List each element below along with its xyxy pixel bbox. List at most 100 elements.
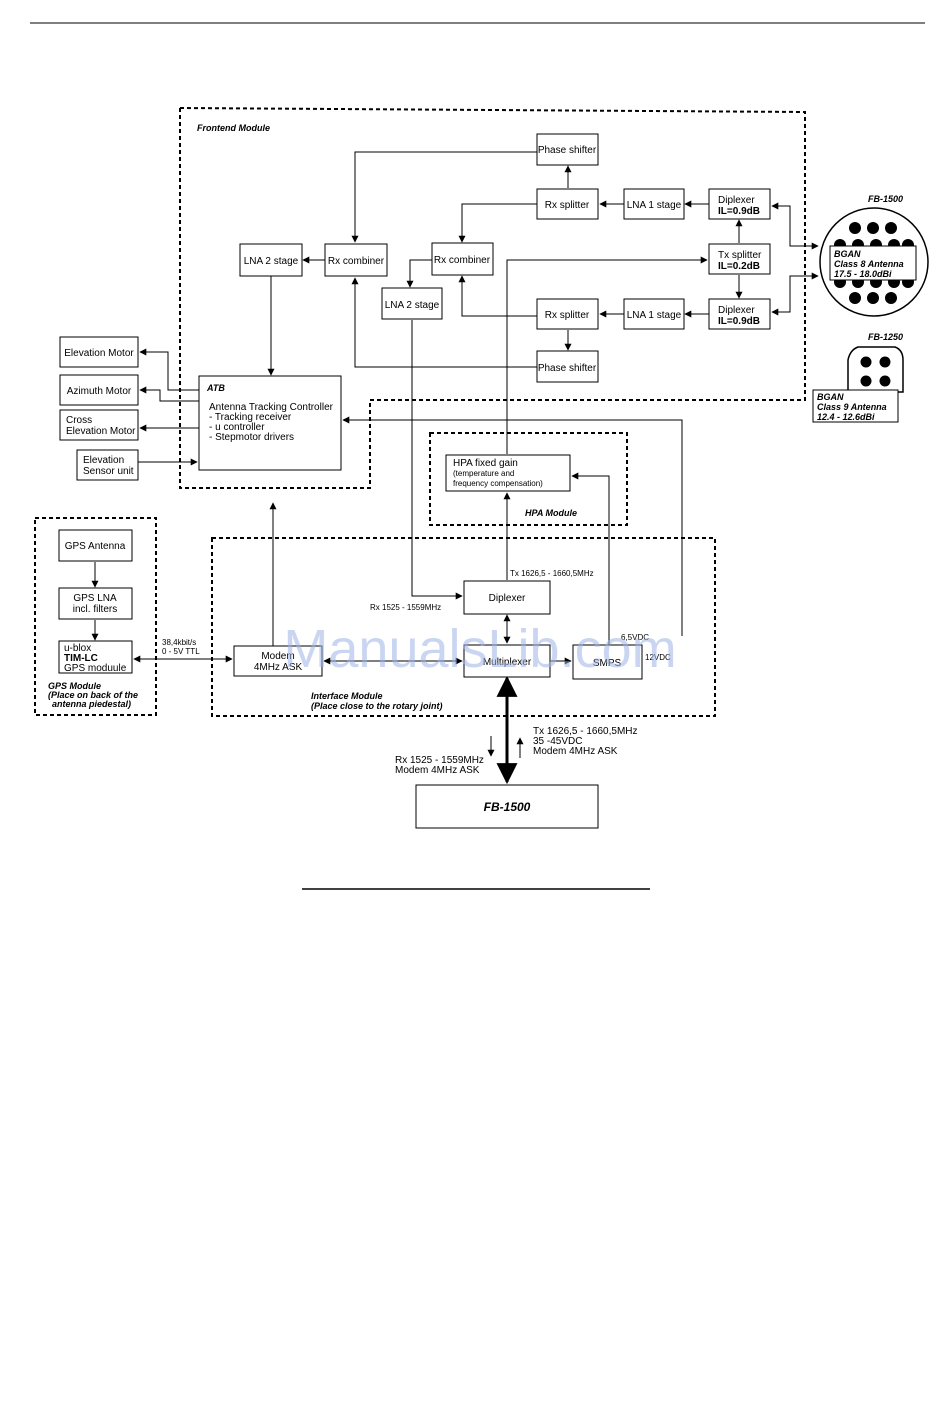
svg-text:Diplexer: Diplexer	[718, 305, 755, 316]
phase-shifter-top-block: Phase shifter	[536, 133, 599, 166]
svg-text:IL=0.9dB: IL=0.9dB	[718, 316, 760, 327]
svg-text:SMPS: SMPS	[593, 658, 622, 669]
svg-text:IL=0.2dB: IL=0.2dB	[718, 261, 760, 272]
svg-text:Rx 1525 - 1559MHz: Rx 1525 - 1559MHz	[395, 755, 484, 766]
svg-text:Class 9 Antenna: Class 9 Antenna	[817, 402, 887, 412]
svg-text:GPS moduule: GPS moduule	[64, 663, 127, 674]
tx-interface-label: Tx 1626,5 - 1660,5MHz	[510, 569, 594, 578]
line-combiner-right-to-lna2	[406, 259, 432, 288]
tx-cable-label: Tx 1626,5 - 1660,5MHz 35 -45VDC Modem 4M…	[533, 726, 638, 757]
svg-text:- Tracking receiver: - Tracking receiver	[209, 412, 292, 423]
svg-text:Elevation Motor: Elevation Motor	[66, 426, 136, 437]
svg-text:Azimuth Motor: Azimuth Motor	[67, 386, 132, 397]
frontend-module-outline	[179, 106, 806, 489]
svg-text:LNA 1 stage: LNA 1 stage	[627, 200, 682, 211]
rx-combiner-left-block: Rx combiner	[324, 243, 388, 277]
gps-antenna-block: GPS Antenna	[58, 529, 133, 562]
svg-text:Diplexer: Diplexer	[718, 195, 755, 206]
line-phase-bottom-to-combiner	[351, 277, 537, 368]
svg-text:38,4kbit/s: 38,4kbit/s	[162, 638, 196, 647]
svg-text:Multiplexer: Multiplexer	[483, 657, 532, 668]
svg-text:4MHz ASK: 4MHz ASK	[254, 662, 303, 673]
rx-splitter-bottom-block: Rx splitter	[536, 298, 599, 330]
svg-text:FB-1500: FB-1500	[868, 194, 903, 204]
line-atb-to-azimuth-motor	[139, 386, 199, 402]
diplexer-interface-block: Diplexer	[463, 580, 551, 615]
svg-text:Elevation Motor: Elevation Motor	[64, 348, 134, 359]
line-atb-to-elevation-motor	[139, 348, 199, 391]
fb1500-antenna: FB-1500 BGAN Class 8 Antenna 17.5 - 18.0…	[819, 194, 929, 317]
svg-text:(temperature and: (temperature and	[453, 469, 514, 478]
interface-module-outline	[211, 537, 716, 717]
frontend-module-label: Frontend Module	[197, 123, 270, 133]
hpa-module-outline	[429, 432, 628, 526]
cross-elevation-motor-block: Cross Elevation Motor	[59, 409, 139, 441]
hpa-block: HPA fixed gain (temperature and frequenc…	[445, 454, 571, 492]
watermark: ManualsLib.com	[283, 619, 676, 679]
rx-combiner-right-block: Rx combiner	[431, 242, 494, 276]
line-splitter-top-to-combiner	[458, 203, 537, 243]
svg-text:u-blox: u-blox	[64, 643, 91, 654]
gps-lna-block: GPS LNA incl. filters	[58, 587, 133, 620]
svg-text:Rx combiner: Rx combiner	[434, 255, 491, 266]
svg-text:IL=0.9dB: IL=0.9dB	[718, 206, 760, 217]
svg-text:antenna piedestal): antenna piedestal)	[52, 699, 131, 709]
svg-text:LNA 1 stage: LNA 1 stage	[627, 310, 682, 321]
modem-block: Modem 4MHz ASK	[233, 645, 323, 677]
svg-text:- u controller: - u controller	[209, 422, 265, 433]
svg-text:ATB: ATB	[206, 383, 225, 393]
svg-text:Phase shifter: Phase shifter	[538, 363, 597, 374]
svg-text:Class 8 Antenna: Class 8 Antenna	[834, 259, 904, 269]
svg-text:- Stepmotor drivers: - Stepmotor drivers	[209, 432, 294, 443]
smps-block: SMPS	[572, 644, 643, 680]
svg-text:Cross: Cross	[66, 415, 92, 426]
fb1250-antenna: FB-1250 BGAN Class 9 Antenna 12.4 - 12.6…	[812, 332, 904, 423]
azimuth-motor-block: Azimuth Motor	[59, 374, 139, 406]
svg-text:BGAN: BGAN	[817, 392, 844, 402]
svg-text:GPS Module: GPS Module	[48, 681, 101, 691]
svg-text:LNA 2 stage: LNA 2 stage	[385, 300, 440, 311]
atb-block: ATB Antenna Tracking Controller - Tracki…	[198, 375, 342, 471]
tx-splitter-block: Tx splitter IL=0.2dB	[708, 243, 771, 275]
line-lna2-to-diplexer	[411, 320, 463, 600]
svg-text:0 - 5V TTL: 0 - 5V TTL	[162, 647, 200, 656]
elevation-motor-block: Elevation Motor	[59, 336, 139, 368]
svg-text:12.4 - 12.6dBi: 12.4 - 12.6dBi	[817, 412, 875, 422]
lna2-mid-block: LNA 2 stage	[381, 287, 443, 320]
svg-text:Elevation: Elevation	[83, 455, 124, 466]
lna1-bottom-block: LNA 1 stage	[623, 298, 685, 330]
svg-text:Interface Module: Interface Module	[311, 691, 383, 701]
rx-splitter-top-block: Rx splitter	[536, 188, 599, 220]
svg-text:Rx splitter: Rx splitter	[545, 200, 590, 211]
ublox-block: u-blox TIM-LC GPS moduule	[58, 640, 133, 674]
fb1500-terminal-block: FB-1500	[415, 784, 599, 829]
diplexer-bottom-block: Diplexer IL=0.9dB	[708, 298, 771, 330]
line-diplexer-top-to-antenna	[771, 202, 819, 250]
gps-module-outline	[34, 517, 157, 716]
line-phase-top-to-combiner	[351, 151, 537, 243]
svg-text:Modem 4MHz ASK: Modem 4MHz ASK	[533, 746, 618, 757]
svg-text:GPS Antenna: GPS Antenna	[65, 541, 126, 552]
line-smps-to-hpa	[571, 472, 610, 652]
phase-shifter-bottom-block: Phase shifter	[536, 350, 599, 383]
elevation-sensor-block: Elevation Sensor unit	[76, 449, 139, 481]
line-diplexer-bottom-to-antenna	[771, 272, 819, 316]
line-hpa-to-tx-splitter	[506, 256, 708, 454]
svg-text:Rx combiner: Rx combiner	[328, 256, 385, 267]
svg-text:Antenna Tracking Controller: Antenna Tracking Controller	[209, 402, 334, 413]
svg-text:Sensor unit: Sensor unit	[83, 466, 134, 477]
svg-text:LNA 2 stage: LNA 2 stage	[244, 256, 299, 267]
svg-text:17.5 - 18.0dBi: 17.5 - 18.0dBi	[834, 269, 892, 279]
svg-text:Modem: Modem	[261, 651, 294, 662]
svg-text:FB-1250: FB-1250	[868, 332, 903, 342]
rx-interface-label: Rx 1525 - 1559MHz	[370, 603, 441, 612]
svg-text:Diplexer: Diplexer	[489, 593, 526, 604]
hpa-module-label: HPA Module	[525, 508, 577, 518]
svg-text:Phase shifter: Phase shifter	[538, 145, 597, 156]
svg-text:incl. filters: incl. filters	[73, 604, 117, 615]
svg-text:GPS LNA: GPS LNA	[73, 593, 117, 604]
vdc-12-label: 12VDC	[645, 653, 671, 662]
lna1-top-block: LNA 1 stage	[623, 188, 685, 220]
lna2-left-block: LNA 2 stage	[239, 243, 303, 277]
